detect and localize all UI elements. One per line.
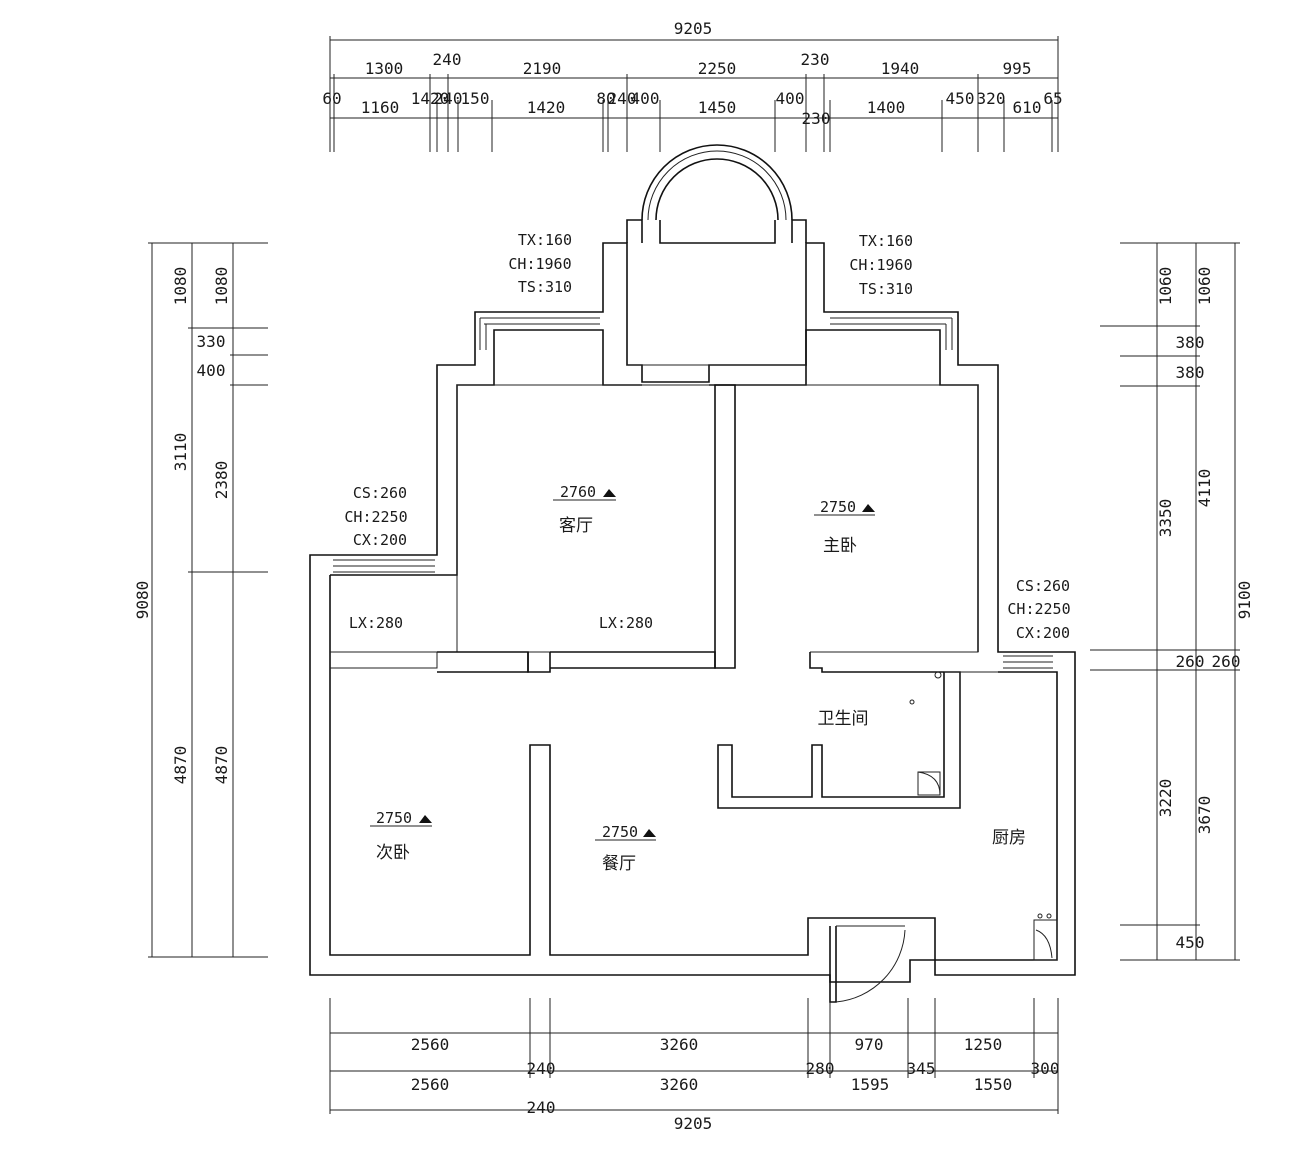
right-dim: 1060 bbox=[1156, 267, 1175, 306]
walls bbox=[309, 144, 1076, 1003]
right-dim: 450 bbox=[1176, 933, 1205, 952]
window-note-right-tx: TX:160 bbox=[859, 232, 913, 250]
right-dim: 4110 bbox=[1195, 469, 1214, 508]
top-dim: 400 bbox=[631, 89, 660, 108]
top-dim: 240 bbox=[434, 89, 463, 108]
right-dim: 260 bbox=[1212, 652, 1241, 671]
top-dim: 450 bbox=[946, 89, 975, 108]
top-dim: 995 bbox=[1003, 59, 1032, 78]
right-dim: 1060 bbox=[1195, 267, 1214, 306]
right-dimensions: 1060 380 380 3350 260 3220 450 1060 4110… bbox=[1090, 242, 1254, 961]
left-dim: 4870 bbox=[171, 746, 190, 785]
bottom-dim: 1550 bbox=[974, 1075, 1013, 1094]
top-dim: 1940 bbox=[881, 59, 920, 78]
bay-note-left-ch: CH:2250 bbox=[344, 508, 407, 526]
left-dim: 4870 bbox=[212, 746, 231, 785]
bottom-dim: 1250 bbox=[964, 1035, 1003, 1054]
level-triangle-icon bbox=[419, 815, 432, 823]
left-dim: 3110 bbox=[171, 433, 190, 472]
level-triangle-icon bbox=[603, 489, 616, 497]
bottom-dim: 280 bbox=[806, 1059, 835, 1078]
bottom-total-dim: 9205 bbox=[674, 1114, 713, 1133]
bay-note-left-cx: CX:200 bbox=[353, 531, 407, 549]
level-mark-master: 2750 bbox=[820, 498, 856, 516]
room-label-master: 主卧 bbox=[823, 536, 857, 556]
top-dim: 1400 bbox=[867, 98, 906, 117]
bay-note-right-ch: CH:2250 bbox=[1007, 600, 1070, 618]
right-dim: 380 bbox=[1176, 333, 1205, 352]
window-note-right-ch: CH:1960 bbox=[849, 256, 912, 274]
top-dim: 1420 bbox=[411, 89, 450, 108]
right-total-dim: 9100 bbox=[1235, 581, 1254, 620]
lx-note-left: LX:280 bbox=[349, 614, 403, 632]
top-dim: 240 bbox=[433, 50, 462, 69]
bottom-dim: 3260 bbox=[660, 1035, 699, 1054]
top-dim: 1450 bbox=[698, 98, 737, 117]
top-dim: 610 bbox=[1013, 98, 1042, 117]
right-dim: 3670 bbox=[1195, 796, 1214, 835]
window-notes: TX:160 CH:1960 TS:310 TX:160 CH:1960 TS:… bbox=[344, 231, 1070, 642]
right-dim: 3220 bbox=[1156, 779, 1175, 818]
top-dim: 60 bbox=[322, 89, 341, 108]
room-label-bath: 卫生间 bbox=[818, 709, 869, 729]
room-label-dining: 餐厅 bbox=[602, 854, 636, 874]
right-dim: 3350 bbox=[1156, 499, 1175, 538]
bottom-dim: 970 bbox=[855, 1035, 884, 1054]
lx-note-mid: LX:280 bbox=[599, 614, 653, 632]
level-triangle-icon bbox=[862, 504, 875, 512]
top-total-dim: 9205 bbox=[674, 19, 713, 38]
window-note-left-ch: CH:1960 bbox=[508, 255, 571, 273]
window-note-left-ts: TS:310 bbox=[518, 278, 572, 296]
bottom-dim: 345 bbox=[907, 1059, 936, 1078]
bottom-dim: 300 bbox=[1031, 1059, 1060, 1078]
bottom-dim: 3260 bbox=[660, 1075, 699, 1094]
bay-note-left-cs: CS:260 bbox=[353, 484, 407, 502]
level-mark-living: 2760 bbox=[560, 483, 596, 501]
level-triangle-icon bbox=[643, 829, 656, 837]
top-dim: 150 bbox=[461, 89, 490, 108]
level-mark-second: 2750 bbox=[376, 809, 412, 827]
right-dim: 260 bbox=[1176, 652, 1205, 671]
bay-note-right-cs: CS:260 bbox=[1016, 577, 1070, 595]
top-dimensions: 9205 1300 240 2190 2250 230 1940 995 60 … bbox=[322, 19, 1063, 152]
bottom-dim: 1595 bbox=[851, 1075, 890, 1094]
left-dim: 2380 bbox=[212, 461, 231, 500]
right-dim: 380 bbox=[1176, 363, 1205, 382]
window-note-right-ts: TS:310 bbox=[859, 280, 913, 298]
window-note-left-tx: TX:160 bbox=[518, 231, 572, 249]
top-dim: 1300 bbox=[365, 59, 404, 78]
room-label-second: 次卧 bbox=[376, 843, 410, 863]
left-dim: 1080 bbox=[171, 267, 190, 306]
bottom-dim: 2560 bbox=[411, 1075, 450, 1094]
left-total-dim: 9080 bbox=[133, 581, 152, 620]
top-dim: 400 bbox=[776, 89, 805, 108]
top-dim: 2250 bbox=[698, 59, 737, 78]
bottom-dim: 240 bbox=[527, 1098, 556, 1117]
top-dim: 1160 bbox=[361, 98, 400, 117]
top-dim: 230 bbox=[802, 109, 831, 128]
left-dim: 400 bbox=[197, 361, 226, 380]
top-dim: 80 bbox=[596, 89, 615, 108]
top-dim: 240 bbox=[608, 89, 637, 108]
bottom-dim: 2560 bbox=[411, 1035, 450, 1054]
top-dim: 65 bbox=[1043, 89, 1062, 108]
room-labels: 2760 客厅 2750 主卧 卫生间 2750 次卧 2750 餐厅 厨房 bbox=[370, 483, 1026, 874]
left-dim: 1080 bbox=[212, 267, 231, 306]
top-dim: 230 bbox=[801, 50, 830, 69]
top-dim: 2190 bbox=[523, 59, 562, 78]
room-label-living: 客厅 bbox=[559, 516, 593, 536]
left-dimensions: 9080 1080 3110 4870 1080 330 400 2380 48… bbox=[133, 242, 268, 958]
top-dim: 1420 bbox=[527, 98, 566, 117]
room-label-kitchen: 厨房 bbox=[992, 828, 1026, 848]
left-dim: 330 bbox=[197, 332, 226, 351]
level-mark-dining: 2750 bbox=[602, 823, 638, 841]
top-dim: 320 bbox=[977, 89, 1006, 108]
bay-note-right-cx: CX:200 bbox=[1016, 624, 1070, 642]
bottom-dim: 240 bbox=[527, 1059, 556, 1078]
bottom-dimensions: 2560 3260 970 1250 2560 240 3260 280 159… bbox=[329, 998, 1060, 1133]
